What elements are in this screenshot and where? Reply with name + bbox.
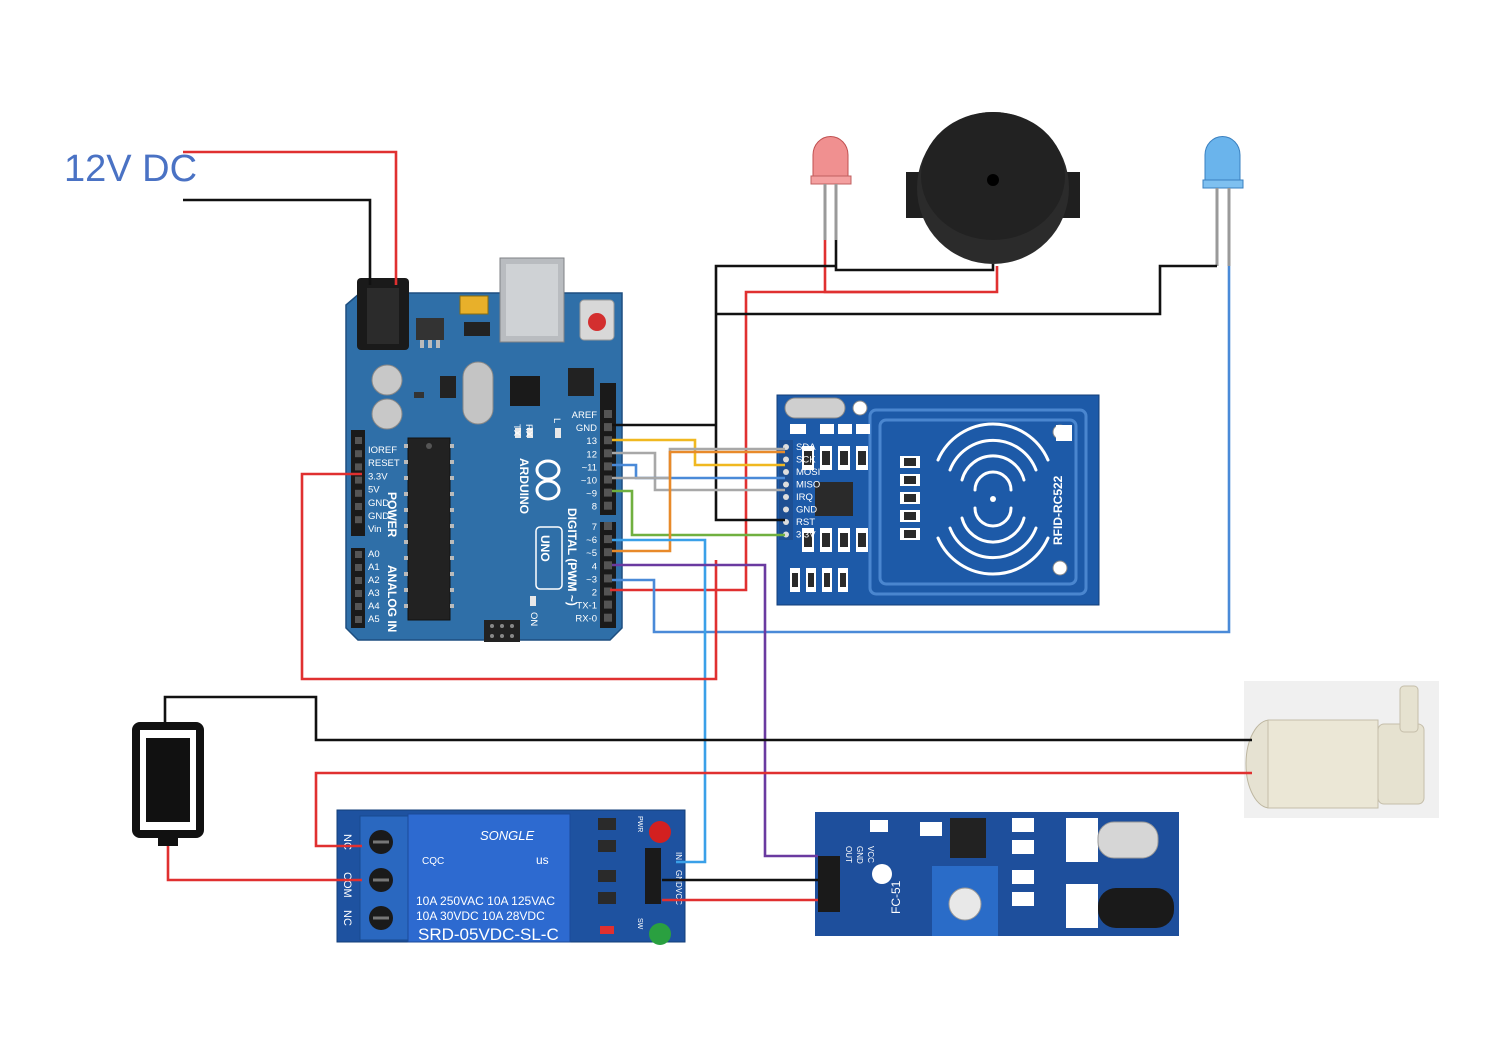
- relay-pin-label: IN: [674, 852, 683, 860]
- l-led-label: L: [551, 418, 562, 423]
- digital-pin-label: 13: [586, 436, 597, 447]
- on-led-label: ON: [528, 612, 539, 626]
- rfid-rc522-module: [776, 394, 1100, 606]
- wire-blue-led-ground: [716, 264, 1217, 316]
- arduino-brand: ARDUINO: [517, 458, 531, 514]
- relay-model: SRD-05VDC-SL-C: [418, 925, 559, 944]
- relay-ratings-line2: 10A 30VDC 10A 28VDC: [416, 909, 545, 923]
- power-pin-label: GND: [368, 498, 389, 509]
- relay-cert-ul: us: [536, 853, 549, 867]
- analog-pin-label: A2: [368, 575, 380, 586]
- relay-terminal-label: NC: [341, 834, 353, 850]
- wire-led-buzzer-ground: [834, 240, 995, 272]
- relay-terminal-label: COM: [341, 872, 353, 898]
- analog-pin-label: A5: [368, 614, 380, 625]
- digital-pin-label: AREF: [572, 410, 598, 421]
- ir-pin-label: OUT: [844, 846, 853, 863]
- wire-pin9-rst: [612, 489, 785, 537]
- digital-pin-label: 4: [592, 561, 597, 572]
- rfid-pin-label: IRQ: [796, 492, 813, 503]
- rfid-pin-label: MOSI: [796, 467, 820, 478]
- red-led-icon: [810, 136, 852, 240]
- digital-pin-label: 8: [592, 502, 597, 513]
- ir-sensor-module: [815, 812, 1179, 936]
- ir-pin-label: VCC: [866, 846, 875, 863]
- power-pin-label: RESET: [368, 458, 400, 469]
- wire-pin5-irq: [612, 450, 785, 553]
- wire-pump-black: [163, 695, 1252, 742]
- relay-brand: SONGLE: [480, 828, 535, 843]
- relay-ratings-line1: 10A 250VAC 10A 125VAC: [416, 894, 555, 908]
- wire-5v-red: [300, 472, 718, 681]
- wire-ground-bus: [714, 264, 836, 522]
- digital-pin-label: 7: [592, 522, 597, 533]
- digital-header-title: DIGITAL (PWM ~): [565, 508, 579, 606]
- rfid-pin-label: GND: [796, 505, 817, 516]
- wire-pin4-ir: [612, 563, 818, 858]
- digital-pin-label: ~10: [581, 476, 597, 487]
- digital-pin-label: GND: [576, 423, 597, 434]
- ir-pin-label: GND: [855, 846, 864, 864]
- wire-12v-black: [183, 198, 372, 285]
- wire-pin11-mosi: [612, 463, 785, 480]
- relay-pin-label: VCC: [674, 888, 683, 905]
- arduino-model: UNO: [538, 535, 552, 562]
- rfid-pin-label: SDA: [796, 442, 816, 453]
- arduino-uno-board: [345, 257, 623, 642]
- power-pin-label: 5V: [368, 485, 380, 496]
- digital-pin-label: ~6: [586, 535, 597, 546]
- rfid-pin-label: MISO: [796, 480, 820, 491]
- wire-pin12-miso: [612, 451, 785, 492]
- analog-pin-label: A0: [368, 549, 380, 560]
- power-pin-label: GND: [368, 511, 389, 522]
- tx-led-label: TX: [511, 424, 522, 437]
- wiring: [163, 150, 1252, 902]
- buzzer-icon: [906, 112, 1080, 264]
- relay-led-sw-label: SW: [636, 918, 643, 930]
- wire-red-to-pin2: [610, 290, 910, 592]
- rfid-pin-label: SCK: [796, 455, 816, 466]
- digital-pin-label: RX-0: [575, 614, 597, 625]
- rfid-label: RFID-RC522: [1051, 475, 1065, 545]
- digital-pin-label: ~9: [586, 489, 597, 500]
- relay-module: [336, 809, 686, 945]
- power-pin-label: IOREF: [368, 445, 397, 456]
- digital-pin-label: TX-1: [576, 601, 597, 612]
- rx-led-label: RX: [523, 424, 534, 438]
- wire-pin6-relay: [612, 538, 707, 864]
- rfid-pin-label: RST: [796, 517, 815, 528]
- power-header-title: POWER: [385, 492, 399, 538]
- analog-header-title: ANALOG IN: [385, 565, 399, 632]
- digital-pin-label: 12: [586, 449, 597, 460]
- power-pin-label: 3.3V: [368, 471, 388, 482]
- analog-pin-label: A3: [368, 588, 380, 599]
- ir-sensor-model: FC-51: [889, 880, 903, 914]
- power-pin-label: Vin: [368, 524, 382, 535]
- wire-12v-red: [183, 150, 398, 285]
- blue-led-icon: [1202, 136, 1244, 266]
- digital-pin-label: ~3: [586, 574, 597, 585]
- relay-cert-cqc: CQC: [422, 856, 444, 867]
- rfid-pin-label: 3.3V: [796, 530, 816, 541]
- power-supply-label: 12V DC: [64, 148, 198, 190]
- digital-pin-label: 2: [592, 588, 597, 599]
- wire-blue-led-signal: [612, 266, 1231, 634]
- analog-pin-label: A4: [368, 601, 380, 612]
- relay-terminal-label: NC: [341, 910, 353, 926]
- digital-pin-label: ~11: [582, 462, 597, 473]
- wire-battery-com: [166, 846, 362, 882]
- battery-icon: [132, 722, 204, 846]
- analog-pin-label: A1: [368, 562, 380, 573]
- water-pump-icon: [1244, 681, 1439, 818]
- relay-led-pwr-label: PWR: [636, 816, 643, 832]
- wire-pump-red: [314, 771, 1252, 848]
- digital-pin-label: ~5: [586, 548, 597, 559]
